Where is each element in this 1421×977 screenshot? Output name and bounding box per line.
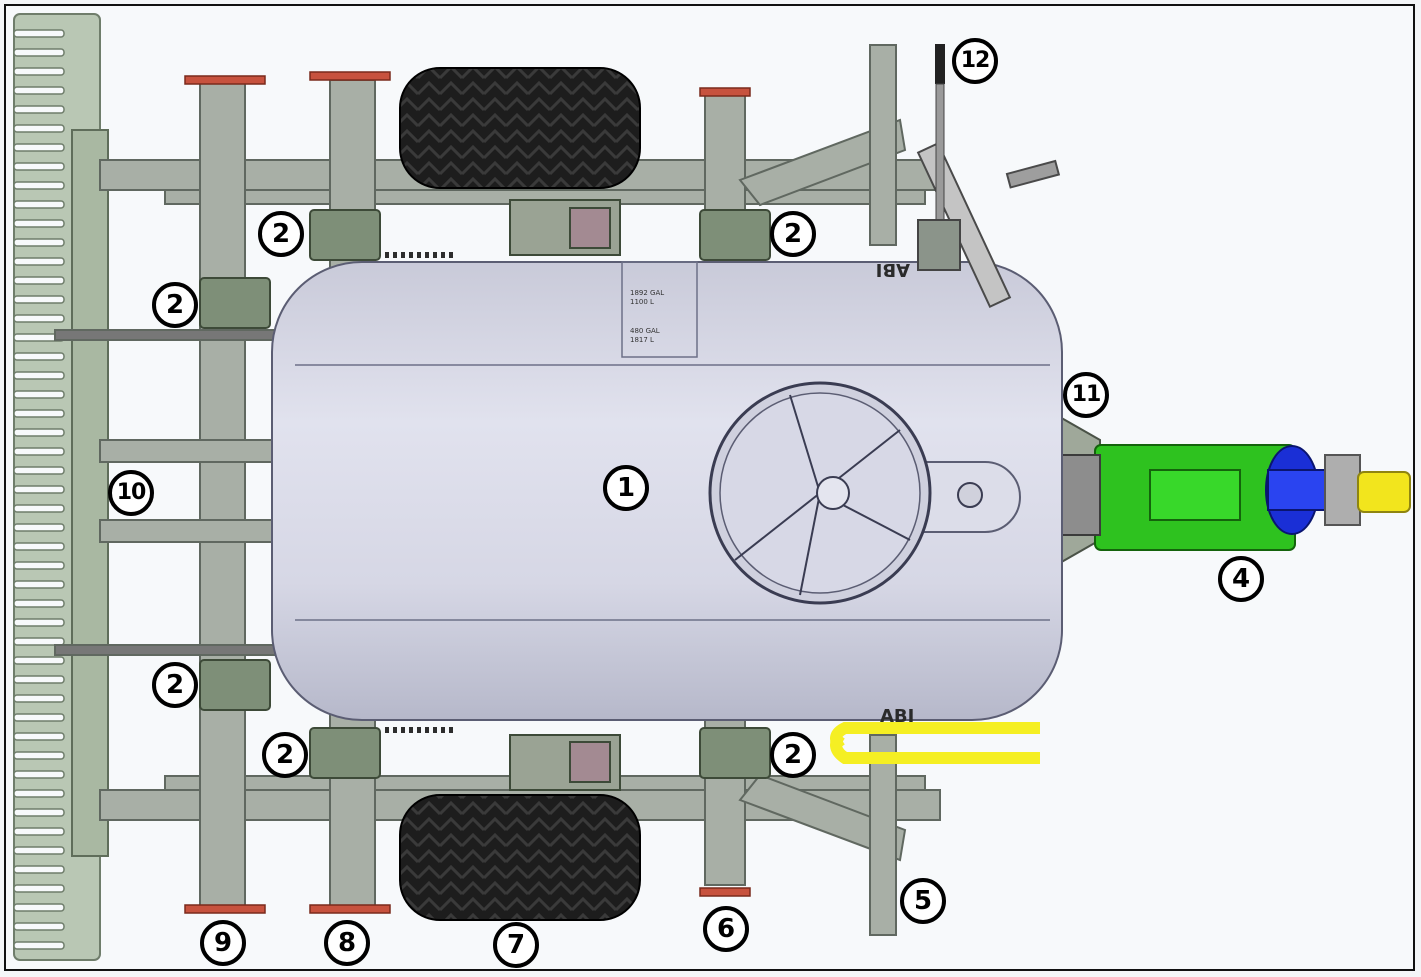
callout-6: 6 xyxy=(703,906,749,952)
rake-tine-gap xyxy=(13,219,65,228)
rake-tine-gap xyxy=(13,903,65,912)
callout-2-top-left: 2 xyxy=(258,211,304,257)
rake-tine-gap xyxy=(13,485,65,494)
rake-tine-gap xyxy=(13,656,65,665)
spring-units xyxy=(199,199,771,791)
rake-tine-gap xyxy=(13,276,65,285)
brand-mark-top: ABI xyxy=(876,259,910,280)
rake-tine-gap xyxy=(13,675,65,684)
brand-mark-bottom: ABI xyxy=(880,706,914,727)
rake-tine-gap xyxy=(13,618,65,627)
callout-7: 7 xyxy=(493,922,539,968)
rake-tine-gap xyxy=(13,846,65,855)
callout-10: 10 xyxy=(108,470,154,516)
rake-tine-gap xyxy=(13,162,65,171)
rake-tine-gap xyxy=(13,67,65,76)
rake-tine-gap xyxy=(13,105,65,114)
callout-12: 12 xyxy=(952,38,998,84)
handle-lever xyxy=(917,44,961,271)
rake-tine-gap xyxy=(13,561,65,570)
callout-4: 4 xyxy=(1218,556,1264,602)
rake-tine-gap xyxy=(13,732,65,741)
rake-tine-gap xyxy=(13,865,65,874)
tank xyxy=(271,261,1063,721)
rake-tine-gap xyxy=(13,941,65,950)
rake-tine-gap xyxy=(13,884,65,893)
rake-tine-gap xyxy=(13,86,65,95)
tank-marking-3: 1892 GAL xyxy=(630,289,664,297)
tank-markings: 480 GAL 1817 L 1892 GAL 1100 L xyxy=(630,289,664,344)
rake-tine-gap xyxy=(13,428,65,437)
rake-tine-gap xyxy=(13,808,65,817)
rake-tine-gap xyxy=(13,371,65,380)
rake-tine-gap xyxy=(13,447,65,456)
rake-tine-gap xyxy=(13,200,65,209)
callout-8: 8 xyxy=(324,920,370,966)
rake-tine-gap xyxy=(13,599,65,608)
tank-marking-2: 1817 L xyxy=(630,336,654,344)
rake-tine-gap xyxy=(13,124,65,133)
callout-11: 11 xyxy=(1063,372,1109,418)
rake-tine-gap xyxy=(13,694,65,703)
rake xyxy=(13,13,109,961)
rake-tine-gap xyxy=(13,409,65,418)
callout-1: 1 xyxy=(603,465,649,511)
callout-5: 5 xyxy=(900,878,946,924)
rake-tine-gap xyxy=(13,580,65,589)
rake-tine-gap xyxy=(13,827,65,836)
rake-tine-gap xyxy=(13,48,65,57)
springs xyxy=(385,252,455,733)
rake-tine-gap xyxy=(13,751,65,760)
rake-tine-gap xyxy=(13,770,65,779)
callout-9: 9 xyxy=(200,920,246,966)
rake-tine-gap xyxy=(13,181,65,190)
yellow-hose xyxy=(830,722,1040,764)
callout-2-top-right: 2 xyxy=(770,211,816,257)
callout-2-bottom-right: 2 xyxy=(770,732,816,778)
rake-tine-gap xyxy=(13,713,65,722)
rake-tine-gap xyxy=(13,542,65,551)
tank-marking-4: 1100 L xyxy=(630,298,654,306)
tank-marking-1: 480 GAL xyxy=(630,327,660,335)
wheel-bottom xyxy=(399,794,641,921)
rake-tine-gap xyxy=(13,257,65,266)
rake-tine-gap xyxy=(13,314,65,323)
rake-tine-gap xyxy=(13,390,65,399)
rake-tine-gap xyxy=(13,352,65,361)
rake-tine-gap xyxy=(13,29,65,38)
rake-tine-gap xyxy=(13,143,65,152)
callout-2-bottom-left: 2 xyxy=(262,732,308,778)
hitch-drawbar xyxy=(1029,398,1411,582)
rake-tine-gap xyxy=(13,295,65,304)
rake-tine-gap xyxy=(13,523,65,532)
rake-tine-gap xyxy=(13,637,65,646)
callout-2-left-upper: 2 xyxy=(152,282,198,328)
callout-2-left-lower: 2 xyxy=(152,662,198,708)
rake-tine-gap xyxy=(13,922,65,931)
rake-tine-gap xyxy=(13,504,65,513)
rake-tine-gap xyxy=(13,238,65,247)
rake-tine-gap xyxy=(13,466,65,475)
wheel-top xyxy=(399,67,641,189)
rake-tine-gap xyxy=(13,789,65,798)
